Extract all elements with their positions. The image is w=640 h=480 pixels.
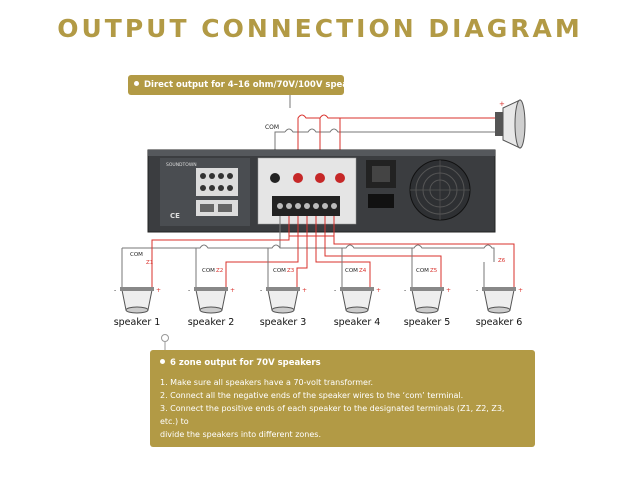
direct-output-text: Direct output for 4–16 ohm/70V/100V spea… <box>144 80 369 90</box>
instruction-step-3: 3. Connect the positive ends of each spe… <box>160 404 505 426</box>
speaker-3-plus: + <box>302 287 307 294</box>
zone-3-com: COM <box>273 268 286 274</box>
direct-com-label: COM <box>265 124 279 131</box>
speaker-6-icon: - + <box>476 287 523 314</box>
zone-speakers: - + - + - + - + - + <box>114 287 523 314</box>
instruction-step-1: 1. Make sure all speakers have a 70-volt… <box>160 378 374 387</box>
zone-panel-heading: 6 zone output for 70V speakers <box>160 358 525 368</box>
speaker-3-icon: - + <box>260 287 307 314</box>
speaker-2-label: speaker 2 <box>187 317 235 328</box>
zone-output-panel: 6 zone output for 70V speakers 1. Make s… <box>150 350 535 447</box>
speaker-5-minus: - <box>404 287 406 294</box>
speaker-5-plus: + <box>446 287 451 294</box>
direct-output-label: Direct output for 4–16 ohm/70V/100V spea… <box>128 75 368 95</box>
direct-plus-sign: + <box>499 100 505 108</box>
speaker-5-icon: - + <box>404 287 451 314</box>
zone-bus-wiring <box>121 216 515 290</box>
zone-4-com: COM <box>345 268 358 274</box>
speaker-4-minus: - <box>334 287 336 294</box>
zone-6-label: Z6 <box>498 258 506 264</box>
speaker-4-icon: - + <box>334 287 381 314</box>
zone-5-com: COM <box>416 268 429 274</box>
zone-4-label: Z4 <box>359 268 367 274</box>
speaker-1-plus: + <box>156 287 161 294</box>
speaker-2-minus: - <box>188 287 190 294</box>
direct-speaker <box>495 99 526 149</box>
speaker-1-icon: - + <box>114 287 161 314</box>
speaker-6-plus: + <box>518 287 523 294</box>
brand-label: SOUNDTOWN <box>166 162 197 168</box>
speaker-4-plus: + <box>376 287 381 294</box>
speaker-2-plus: + <box>230 287 235 294</box>
speaker-1-label: speaker 1 <box>113 317 161 328</box>
instruction-step-3-cont: divide the speakers into different zones… <box>160 430 321 439</box>
ce-mark: CE <box>170 212 180 220</box>
zone-2-com: COM <box>202 268 215 274</box>
page-title: OUTPUT CONNECTION DIAGRAM <box>57 14 583 43</box>
speaker-2-icon: - + <box>188 287 235 314</box>
speaker-6-minus: - <box>476 287 478 294</box>
speaker-6-label: speaker 6 <box>475 317 523 328</box>
speaker-5-label: speaker 5 <box>403 317 451 328</box>
amplifier-back-panel: SOUNDTOWN CE <box>147 149 496 233</box>
zone-labels: COM Z1 COM Z2 COM Z3 COM Z4 COM Z5 Z6 <box>130 252 506 274</box>
panel-pointer <box>161 334 169 350</box>
zone-2-label: Z2 <box>216 268 223 274</box>
speaker-1-minus: - <box>114 287 116 294</box>
zone-1-com: COM <box>130 252 143 258</box>
zone-panel-title: 6 zone output for 70V speakers <box>170 358 321 368</box>
zone-3-label: Z3 <box>287 268 295 274</box>
bullet-icon <box>160 359 165 364</box>
speaker-4-label: speaker 4 <box>333 317 381 328</box>
zone-1-label: Z1 <box>146 260 153 266</box>
speaker-3-label: speaker 3 <box>259 317 307 328</box>
instruction-step-2: 2. Connect all the negative ends of the … <box>160 391 464 400</box>
speaker-3-minus: - <box>260 287 262 294</box>
zone-5-label: Z5 <box>430 268 438 274</box>
bullet-icon <box>134 81 139 86</box>
